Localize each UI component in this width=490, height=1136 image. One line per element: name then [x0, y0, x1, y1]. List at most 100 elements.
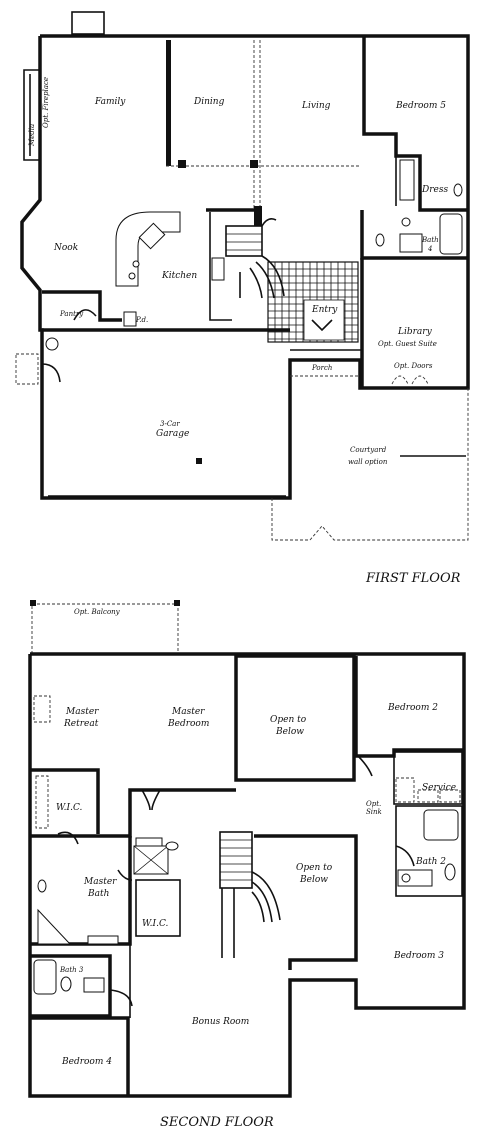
room-label-master-retreat: Master	[65, 707, 99, 717]
room-label-pantry: Pantry	[59, 310, 84, 318]
room-label-garage: Garage	[156, 429, 189, 439]
room-label-media: Media	[28, 124, 36, 147]
bedroom5-wall	[362, 36, 468, 212]
first-floor-exterior-wall	[20, 34, 470, 500]
room-label-garage-count: 3-Car	[160, 420, 180, 428]
bedroom4-wall	[30, 1016, 130, 1096]
pantry-door	[73, 309, 97, 321]
balcony-post-2	[174, 600, 180, 606]
shower-diag-2	[133, 845, 169, 875]
bath3-tub	[33, 959, 57, 995]
room-label-opt-fireplace: Opt. Fireplace	[42, 77, 50, 128]
column-1	[178, 160, 186, 168]
chimney	[71, 11, 105, 35]
stair-column	[254, 206, 262, 226]
retreat-fireplace	[33, 695, 51, 723]
room-label-master-retreat-2: Retreat	[63, 719, 99, 729]
room-label-master-bath-2: Bath	[87, 889, 109, 899]
room-label-service: Service	[422, 783, 456, 793]
room-label-master-bath: Master	[83, 877, 117, 887]
wic1-shelf	[35, 775, 49, 829]
media-niche	[23, 69, 40, 161]
opt-sink-box	[395, 777, 415, 803]
dryer	[439, 789, 461, 803]
column-2	[250, 160, 258, 168]
room-label-bath2: Bath 2	[415, 857, 446, 867]
garage-door-arc	[41, 363, 61, 383]
bedroom2-door	[357, 755, 373, 777]
first-floor-plan: Family Dining Living Bedroom 5 Media Opt…	[15, 11, 470, 586]
room-label-dining: Dining	[193, 97, 225, 107]
library-opt-doors	[391, 375, 429, 385]
room-label-opt-doors: Opt. Doors	[394, 362, 433, 370]
room-label-pd: P.d.	[135, 316, 148, 324]
entry-door-arc	[311, 319, 333, 332]
room-label-open-below-1b: Below	[275, 727, 304, 737]
bath4-sink	[401, 217, 411, 227]
dress-sink	[453, 183, 463, 197]
room-label-master-bedroom: Master	[171, 707, 205, 717]
room-label-courtyard-option: wall option	[348, 458, 388, 466]
room-label-bedroom2: Bedroom 2	[387, 703, 438, 713]
room-label-master-bedroom-2: Bedroom	[167, 719, 209, 729]
first-floor-caption: FIRST FLOOR	[365, 571, 461, 586]
room-label-open-below-2: Open to	[296, 863, 333, 873]
kitchen-sink	[138, 222, 166, 250]
balcony-post-1	[30, 600, 36, 606]
room-label-bath3: Bath 3	[59, 966, 84, 974]
second-floor-plan: Opt. Balcony Master Retreat Master Bedro…	[28, 600, 466, 1130]
room-label-nook: Nook	[53, 243, 78, 253]
pantry-wall	[42, 290, 122, 322]
room-label-guest-suite: Opt. Guest Suite	[378, 340, 437, 348]
bath4-tub	[439, 213, 463, 255]
bath3-wall	[30, 954, 112, 1018]
opt-balcony-outline	[31, 603, 179, 654]
wic2-room	[135, 879, 181, 937]
room-label-courtyard: Courtyard	[350, 446, 387, 454]
family-dining-column	[166, 40, 171, 166]
cooktop	[211, 257, 225, 281]
kitchen-counter-wall	[209, 212, 232, 321]
room-label-entry: Entry	[311, 305, 338, 315]
bath2-room	[395, 805, 463, 897]
master-toilet	[165, 841, 179, 851]
master-sink-1	[37, 879, 47, 893]
powder-fixture	[123, 311, 137, 327]
bath2-sink	[401, 873, 411, 883]
bath3-vanity	[83, 977, 105, 993]
room-label-bath4-num: 4	[427, 245, 432, 253]
courtyard-wall-option	[271, 388, 469, 541]
room-label-library: Library	[397, 327, 433, 337]
master-bath-wall	[30, 788, 236, 838]
room-label-opt-sink: Opt.	[366, 800, 381, 808]
room-label-dress: Dress	[421, 185, 448, 195]
master-bath-door	[117, 869, 133, 881]
bath3-door	[109, 989, 133, 1007]
room-label-bedroom5: Bedroom 5	[395, 101, 446, 111]
room-label-bedroom4: Bedroom 4	[61, 1057, 112, 1067]
master-tub	[37, 908, 72, 945]
room-label-kitchen: Kitchen	[161, 271, 197, 281]
wic1-door	[57, 831, 79, 845]
room-label-bath4: Bath	[421, 236, 439, 244]
wic1-wall	[30, 768, 100, 834]
master-double-doors	[141, 789, 161, 811]
room-label-living: Living	[301, 101, 331, 111]
entry-mat	[303, 299, 345, 341]
bath4-vanity	[399, 233, 423, 253]
room-label-wic2: W.I.C.	[142, 919, 169, 929]
bath2-toilet	[444, 863, 456, 881]
room-label-opt-sink-2: Sink	[366, 808, 382, 816]
dress-closet	[399, 159, 415, 201]
second-floor-exterior-wall	[28, 652, 466, 1098]
service-room	[393, 751, 463, 805]
bath2-tub	[423, 809, 459, 841]
open-to-below-2	[254, 834, 358, 970]
room-label-bedroom3: Bedroom 3	[393, 951, 444, 961]
second-floor-caption: SECOND FLOOR	[160, 1115, 274, 1130]
room-label-bonus-room: Bonus Room	[191, 1017, 249, 1027]
bath3-toilet	[60, 976, 72, 992]
washer	[417, 789, 439, 803]
room-label-opt-balcony: Opt. Balcony	[74, 608, 121, 616]
